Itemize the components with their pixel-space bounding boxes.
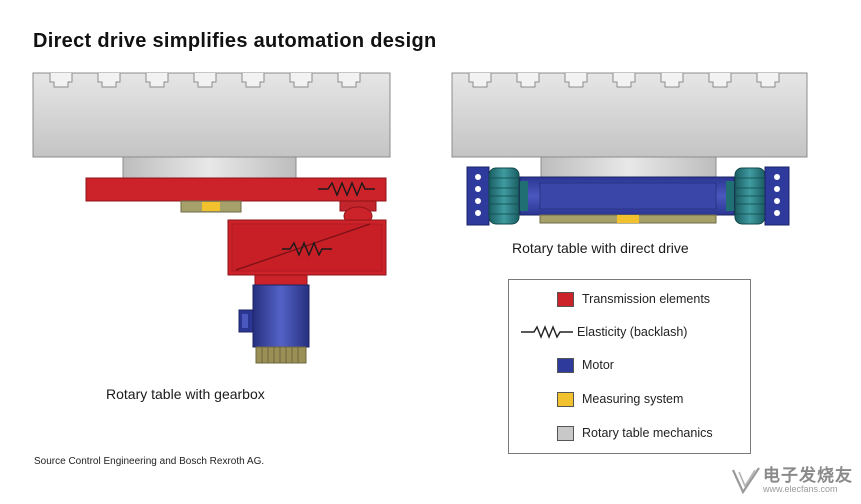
watermark: 电子发烧友 www.elecfans.com [729, 464, 853, 498]
legend: Transmission elements Elasticity (backla… [508, 279, 751, 454]
legend-swatch-mechanics [557, 425, 574, 441]
legend-label-motor: Motor [582, 358, 614, 372]
watermark-url: www.elecfans.com [763, 484, 838, 495]
left-table-plate [32, 72, 391, 158]
legend-label-transmission: Transmission elements [582, 292, 711, 306]
legend-label-measuring: Measuring system [582, 392, 684, 406]
left-spring-lower-icon [282, 241, 332, 257]
legend-swatch-measuring [557, 391, 574, 407]
legend-item-motor: Motor [517, 354, 614, 376]
legend-item-elasticity: Elasticity (backlash) [517, 321, 687, 343]
legend-item-mechanics: Rotary table mechanics [517, 422, 713, 444]
legend-label-mechanics: Rotary table mechanics [582, 426, 713, 440]
right-hub [540, 156, 717, 178]
legend-label-elasticity: Elasticity (backlash) [577, 325, 688, 339]
left-gearbox-housing [227, 219, 387, 276]
legend-item-measuring: Measuring system [517, 388, 683, 410]
spring-icon [521, 325, 573, 339]
left-spring-upper-icon [318, 181, 375, 197]
left-motor [238, 284, 310, 364]
legend-item-transmission: Transmission elements [517, 288, 710, 310]
left-measuring-system [180, 200, 242, 213]
right-bearing-right [734, 166, 790, 226]
gearbox-rotary-table [32, 72, 391, 364]
left-transmission-plate [85, 177, 387, 202]
right-direct-drive-motor [519, 176, 735, 216]
right-measuring-system [539, 214, 717, 224]
right-caption: Rotary table with direct drive [512, 240, 689, 256]
legend-swatch-transmission [557, 291, 574, 307]
legend-swatch-motor [557, 357, 574, 373]
watermark-text: 电子发烧友 [763, 466, 853, 486]
left-caption: Rotary table with gearbox [106, 386, 265, 402]
right-table-plate [451, 72, 808, 158]
watermark-logo-icon [731, 467, 760, 495]
right-bearing-left [466, 166, 520, 226]
diagram-title: Direct drive simplifies automation desig… [33, 30, 437, 52]
direct-drive-rotary-table [451, 72, 808, 226]
source-note: Source Control Engineering and Bosch Rex… [34, 456, 265, 467]
left-hub [122, 156, 297, 179]
